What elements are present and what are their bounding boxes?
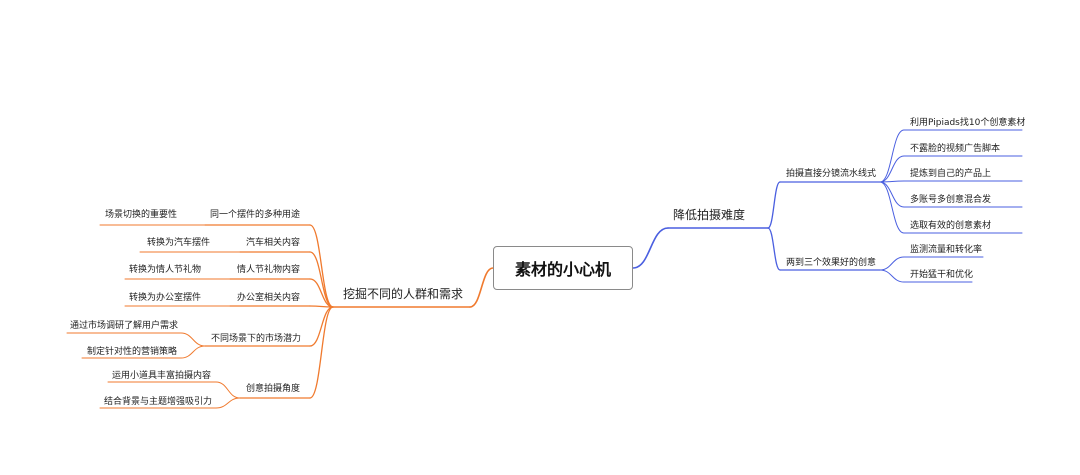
left-subtopic-4[interactable]: 办公室相关内容 [237,293,301,303]
right-leaf-1-2[interactable]: 不露脸的视频广告脚本 [910,144,1001,154]
left-subtopic-6[interactable]: 创意拍摄角度 [246,384,301,394]
connector-line-25 [309,251,334,308]
connector-line-31 [309,305,334,308]
left-leaf-5-2[interactable]: 制定针对性的营销策略 [87,347,178,357]
connector-line-36 [180,332,206,347]
root-node[interactable]: 素材的小心机 [493,246,633,290]
right-leaf-2-1[interactable]: 监测流量和转化率 [910,245,983,255]
left-leaf-3-1[interactable]: 转换为情人节礼物 [129,265,202,275]
right-leaf-1-3[interactable]: 提炼到自己的产品上 [910,169,992,179]
connector-line-28 [309,278,334,308]
left-subtopic-3[interactable]: 情人节礼物内容 [237,265,301,275]
connector-line-44 [215,397,241,409]
connector-line-2 [767,181,781,229]
connector-line-12 [879,181,905,208]
connector-line-4 [767,227,781,271]
connector-line-14 [879,181,905,234]
connector-line-38 [180,345,206,359]
right-subtopic-2[interactable]: 两到三个效果好的创意 [786,258,877,268]
connector-line-18 [879,269,905,283]
left-leaf-2-1[interactable]: 转换为汽车摆件 [147,238,211,248]
left-leaf-6-2[interactable]: 结合背景与主题增强吸引力 [104,397,213,407]
left-leaf-4-1[interactable]: 转换为办公室摆件 [129,293,202,303]
left-subtopic-1[interactable]: 同一个摆件的多种用途 [210,210,301,220]
right-branch-node[interactable]: 降低拍摄难度 [673,208,746,222]
left-subtopic-2[interactable]: 汽车相关内容 [246,238,301,248]
connector-line-40 [309,306,334,399]
right-subtopic-1[interactable]: 拍摄直接分镜流水线式 [786,169,877,179]
left-leaf-6-1[interactable]: 运用小道具丰富拍摄内容 [112,371,212,381]
connector-line-6 [879,129,905,183]
left-branch-node[interactable]: 挖掘不同的人群和需求 [343,287,464,301]
left-subtopic-5[interactable]: 不同场景下的市场潜力 [211,334,302,344]
connector-line-20 [469,267,494,308]
left-leaf-5-1[interactable]: 通过市场调研了解用户需求 [70,321,179,331]
right-leaf-2-2[interactable]: 开始猛干和优化 [910,270,974,280]
right-leaf-1-1[interactable]: 利用Pipiads找10个创意素材 [910,118,1026,128]
root-node-label: 素材的小心机 [514,260,611,279]
left-leaf-1-1[interactable]: 场景切换的重要性 [105,210,178,220]
connector-line-34 [309,306,334,347]
right-leaf-1-5[interactable]: 选取有效的创意素材 [910,221,992,231]
connector-line-22 [309,224,334,308]
connector-line-8 [879,155,905,183]
connector-line-16 [879,256,905,271]
connector-line-42 [215,381,241,399]
connector-line-0 [632,227,669,269]
right-leaf-1-4[interactable]: 多账号多创意混合发 [910,195,992,205]
